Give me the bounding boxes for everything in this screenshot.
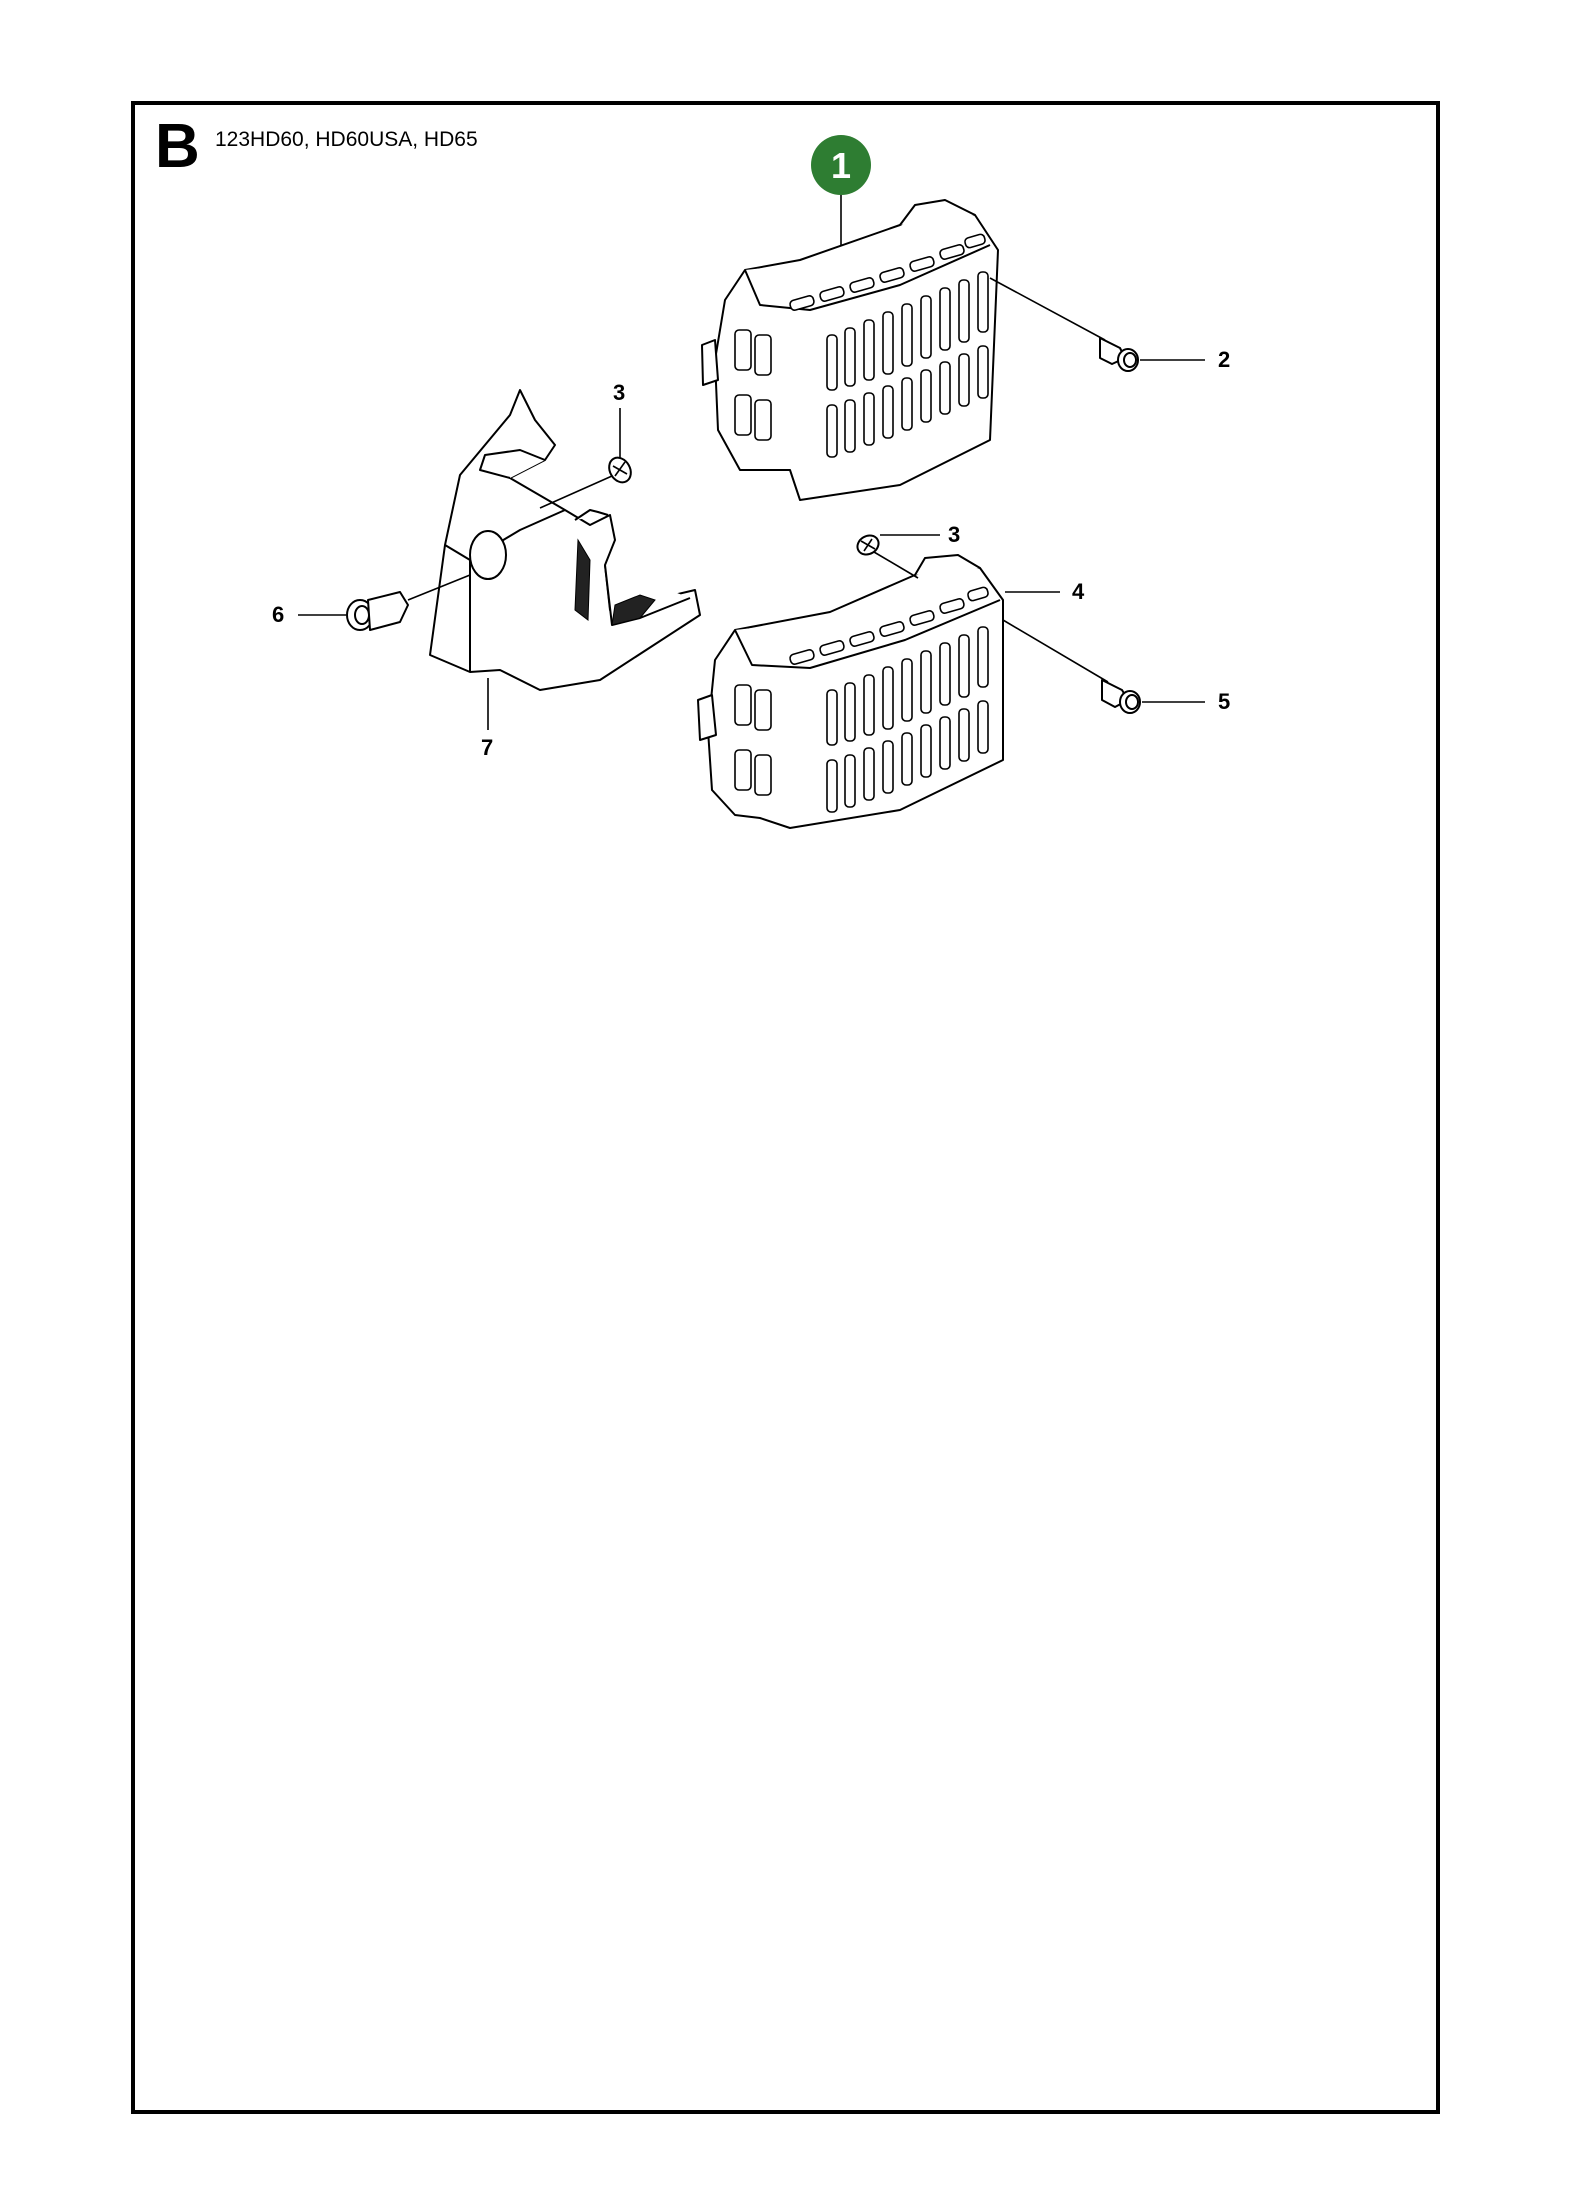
upper-cover-top-slots — [789, 233, 986, 311]
upper-cover — [701, 199, 999, 501]
screw-5[interactable] — [1002, 619, 1141, 714]
upper-cover-front-slots — [734, 271, 989, 458]
leader-screw-2 — [989, 277, 1106, 341]
model-list: 123HD60, HD60USA, HD65 — [215, 128, 478, 151]
callout-2: 2 — [1218, 347, 1230, 372]
leader-clip-3-to-cover — [873, 551, 919, 579]
leader-clip-3-to-bracket — [539, 475, 613, 509]
leader-screw-5 — [1002, 619, 1109, 683]
screw-2[interactable] — [989, 277, 1139, 372]
badge-number: 1 — [831, 145, 851, 186]
callout-7: 7 — [481, 735, 493, 760]
lower-cover-4 — [697, 554, 1004, 829]
lower-cover-top-slots — [789, 586, 989, 665]
clip-3-upper[interactable] — [605, 454, 635, 487]
section-letter: B — [155, 112, 200, 181]
clip-3-lower[interactable] — [854, 532, 882, 559]
bracket-7 — [429, 389, 701, 691]
diagram-frame — [131, 101, 1440, 2114]
screw-6[interactable] — [346, 574, 471, 631]
callout-5: 5 — [1218, 689, 1230, 714]
lower-cover-front-slots — [734, 626, 989, 813]
callout-3-upper: 3 — [613, 380, 625, 405]
callout-6: 6 — [272, 602, 284, 627]
callout-3-lower: 3 — [948, 522, 960, 547]
part-badge-1[interactable]: 1 — [811, 135, 871, 195]
callout-4: 4 — [1072, 579, 1085, 604]
